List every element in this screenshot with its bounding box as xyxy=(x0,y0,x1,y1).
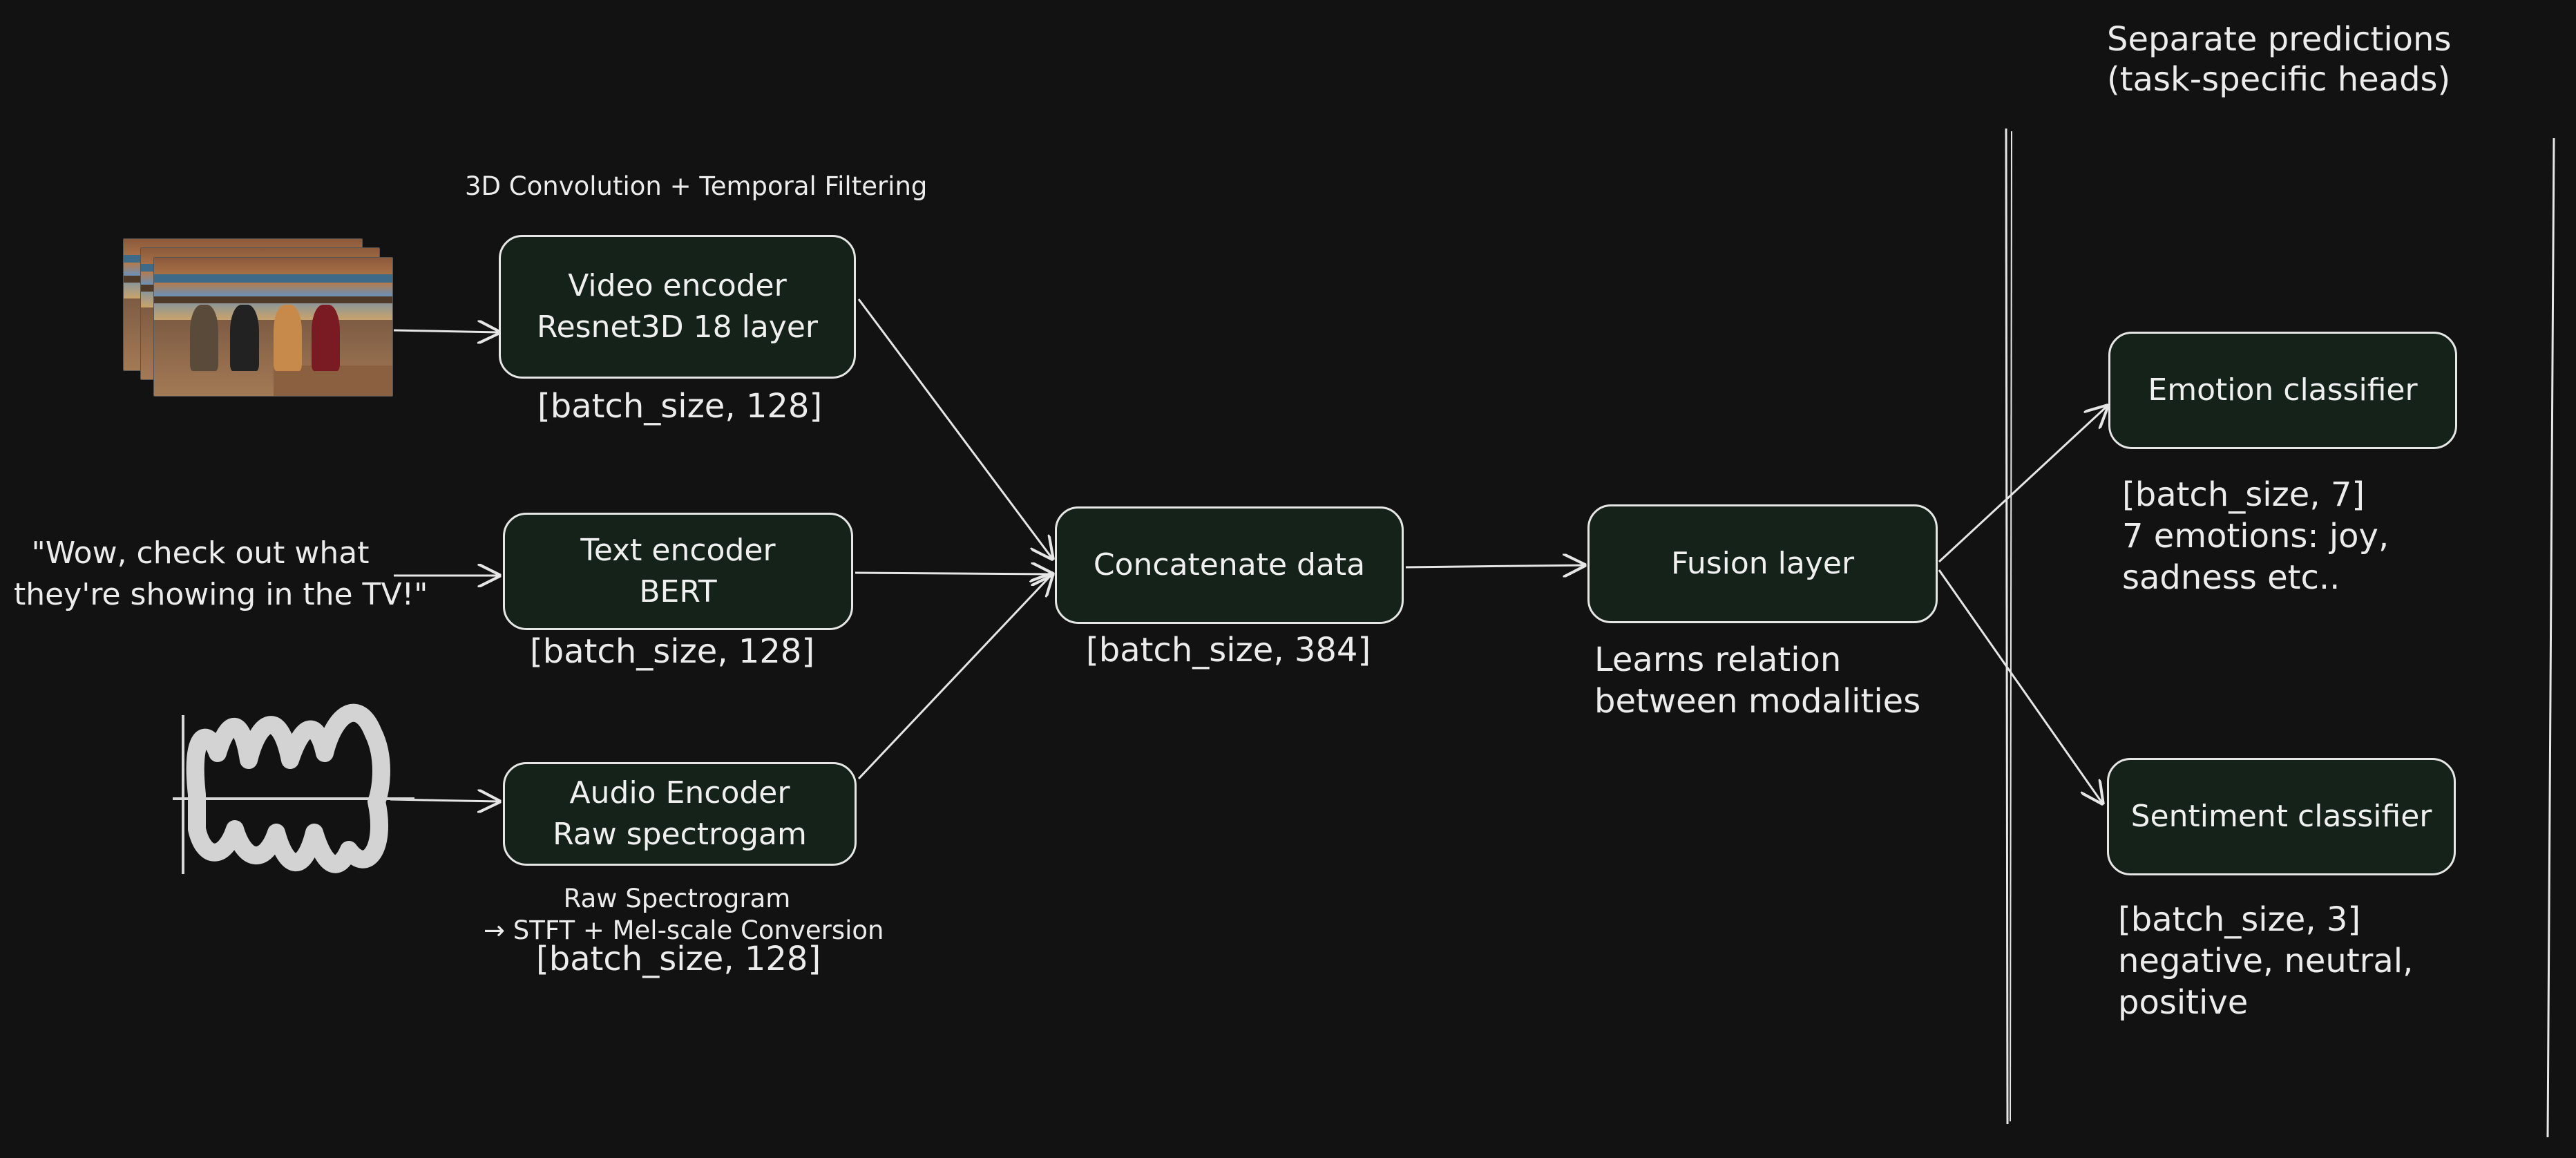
video-encoder-title: Video encoder xyxy=(568,268,787,303)
arrow-audio-to-concat xyxy=(857,574,1052,780)
arrow-video-input xyxy=(393,330,499,332)
audio-encoder-note: Raw Spectrogram → STFT + Mel-scale Conve… xyxy=(484,883,884,947)
arrow-video-to-concat xyxy=(857,298,1052,558)
heads-title-line1: Separate predictions xyxy=(2107,20,2452,59)
text-input-quote-line1: "Wow, check out what xyxy=(31,535,370,571)
heads-title-line2: (task-specific heads) xyxy=(2107,60,2451,99)
fusion-layer-label: Fusion layer xyxy=(1670,546,1855,581)
fusion-layer-note: Learns relation between modalities xyxy=(1594,639,1920,722)
concatenate-node: Concatenate data xyxy=(1055,506,1404,624)
audio-encoder-node: Audio Encoder Raw spectrogam xyxy=(503,762,857,866)
sentiment-classifier-label: Sentiment classifier xyxy=(2130,799,2432,834)
separator-left xyxy=(2005,128,2009,1125)
sentiment-classifier-output: [batch_size, 3] negative, neutral, posit… xyxy=(2118,899,2413,1023)
text-input-quote-line2: they're showing in the TV!" xyxy=(14,577,428,612)
heads-title: Separate predictions (task-specific head… xyxy=(2107,19,2451,99)
emotion-classifier-label: Emotion classifier xyxy=(2148,372,2418,408)
concatenate-shape: [batch_size, 384] xyxy=(1086,631,1371,670)
sentiment-classifier-shape: [batch_size, 3] xyxy=(2118,900,2361,939)
sentiment-classifier-node: Sentiment classifier xyxy=(2107,758,2456,875)
arrow-fusion-to-sentiment xyxy=(1938,569,2102,803)
separator-left-sketch xyxy=(2010,131,2012,1122)
audio-encoder-note-line1: Raw Spectrogram xyxy=(563,884,791,913)
fusion-layer-note-line2: between modalities xyxy=(1594,682,1921,721)
fusion-layer-node: Fusion layer xyxy=(1587,504,1938,623)
emotion-classifier-node: Emotion classifier xyxy=(2108,332,2457,449)
video-encoder-model: Resnet3D 18 layer xyxy=(536,310,819,345)
separator-right xyxy=(2546,137,2555,1138)
waveform-icon xyxy=(173,703,414,874)
fusion-layer-note-line1: Learns relation xyxy=(1594,640,1842,679)
text-input-quote: "Wow, check out what they're showing in … xyxy=(14,533,428,616)
arrow-text-to-concat xyxy=(855,573,1052,574)
sentiment-classifier-desc1: negative, neutral, xyxy=(2118,942,2414,980)
video-encoder-node: Video encoder Resnet3D 18 layer xyxy=(499,235,856,379)
emotion-classifier-desc1: 7 emotions: joy, xyxy=(2122,517,2389,556)
text-encoder-model: BERT xyxy=(639,574,717,609)
emotion-classifier-output: [batch_size, 7] 7 emotions: joy, sadness… xyxy=(2122,474,2389,598)
text-encoder-title: Text encoder xyxy=(580,533,776,568)
sentiment-classifier-desc2: positive xyxy=(2118,983,2249,1022)
arrow-fusion-to-emotion xyxy=(1938,406,2107,563)
emotion-classifier-desc2: sadness etc.. xyxy=(2122,558,2340,597)
arrow-concat-to-fusion xyxy=(1405,565,1584,567)
text-encoder-node: Text encoder BERT xyxy=(503,513,853,630)
video-encoder-shape: [batch_size, 128] xyxy=(537,387,823,426)
audio-encoder-shape: [batch_size, 128] xyxy=(536,940,821,978)
audio-encoder-model: Raw spectrogam xyxy=(553,817,807,852)
text-encoder-shape: [batch_size, 128] xyxy=(530,632,815,671)
emotion-classifier-shape: [batch_size, 7] xyxy=(2122,475,2365,514)
video-encoder-caption: 3D Convolution + Temporal Filtering xyxy=(465,171,928,201)
audio-encoder-note-line2: → STFT + Mel-scale Conversion xyxy=(484,915,884,945)
concatenate-label: Concatenate data xyxy=(1093,547,1366,582)
audio-encoder-title: Audio Encoder xyxy=(569,775,790,810)
